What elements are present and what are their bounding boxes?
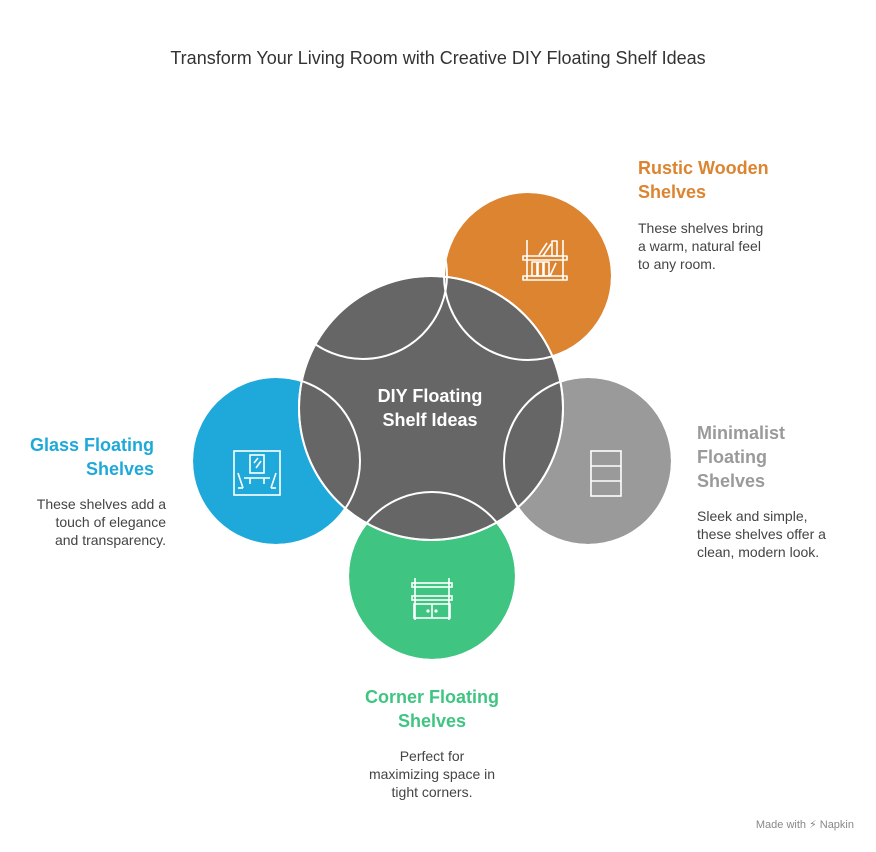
minimalist-desc-line2: these shelves offer a	[697, 526, 826, 542]
corner-title: Corner Floating Shelves	[332, 685, 532, 733]
minimalist-title-line3: Shelves	[697, 471, 766, 491]
center-label-line1: DIY Floating	[377, 386, 483, 406]
rustic-title-line1: Rustic Wooden	[638, 158, 769, 178]
page-title: Transform Your Living Room with Creative…	[170, 48, 706, 68]
overlap-outline-minimalist	[503, 376, 673, 546]
glass-title: Glass Floating Shelves	[0, 433, 154, 481]
rustic-desc-line2: a warm, natural feel	[638, 238, 761, 254]
napkin-logo-icon: ⚡	[809, 819, 817, 831]
glass-desc-line2: touch of elegance	[55, 514, 166, 530]
rustic-desc-line1: These shelves bring	[638, 220, 764, 236]
bookshelf-icon	[522, 240, 568, 281]
corner-desc-line1: Perfect for	[399, 748, 465, 764]
stacked-shelf-icon	[590, 450, 622, 497]
minimalist-title-line2: Floating	[697, 447, 767, 467]
glass-description: These shelves add a touch of elegance an…	[0, 495, 166, 549]
corner-desc-line2: maximizing space in	[368, 766, 496, 782]
center-border	[298, 275, 564, 541]
rustic-description: These shelves bring a warm, natural feel…	[638, 219, 763, 273]
glass-desc-line1: These shelves add a	[36, 496, 166, 512]
cabinet-shelf-icon	[411, 578, 453, 620]
glass-title-line2: Shelves	[85, 459, 154, 479]
center-label: DIY Floating Shelf Ideas	[350, 384, 510, 432]
glass-title-line1: Glass Floating	[29, 435, 154, 455]
overlap-outline-corner	[347, 491, 517, 661]
corner-title-line2: Shelves	[397, 711, 467, 731]
glass-desc-line3: and transparency.	[54, 532, 166, 548]
minimalist-title-line1: Minimalist	[697, 423, 786, 443]
minimalist-desc-line3: clean, modern look.	[697, 544, 820, 560]
corner-title-line1: Corner Floating	[365, 687, 499, 707]
minimalist-desc-line1: Sleek and simple,	[697, 508, 808, 524]
footer-credit: Made with⚡Napkin	[756, 818, 854, 831]
minimalist-title: Minimalist Floating Shelves	[697, 421, 785, 493]
overlap-outline-top-left	[278, 190, 448, 360]
overlap-outline-glass	[191, 376, 361, 546]
corner-desc-line3: tight corners.	[391, 784, 473, 800]
minimalist-description: Sleek and simple, these shelves offer a …	[697, 507, 826, 561]
center-label-line2: Shelf Ideas	[382, 410, 478, 430]
brand-name: Napkin	[819, 819, 854, 831]
rustic-desc-line3: to any room.	[638, 256, 716, 272]
corner-description: Perfect for maximizing space in tight co…	[332, 747, 532, 801]
rustic-title: Rustic Wooden Shelves	[638, 156, 769, 204]
glass-cabinet-icon	[233, 450, 281, 496]
made-with-text: Made with	[755, 819, 807, 831]
rustic-title-line2: Shelves	[638, 182, 707, 202]
